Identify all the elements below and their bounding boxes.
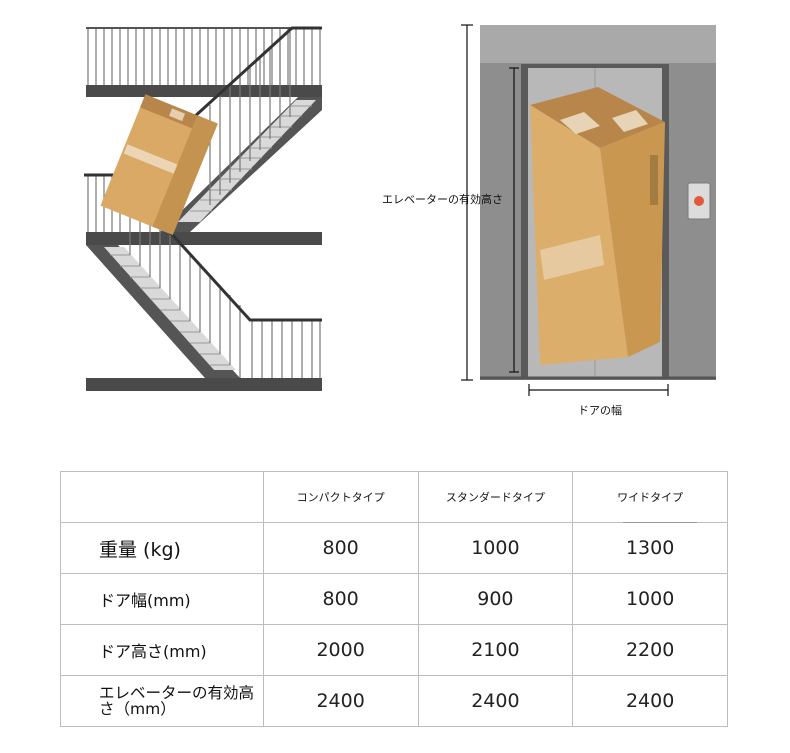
table-cell: 2400	[572, 675, 728, 727]
table-cell: 800	[262, 522, 419, 574]
table-cell: 1000	[417, 522, 574, 574]
elevator-height-dimension	[461, 24, 473, 381]
spec-table: コンパクトタイプ スタンダードタイプ ワイドタイプ 重量 (kg) 800 10…	[60, 471, 728, 727]
table-cell: 2400	[262, 675, 419, 727]
table-header-empty	[60, 471, 264, 523]
elevator-height-label: エレベーターの有効高さ	[382, 193, 503, 206]
table-header-wide-label: ワイドタイプ	[617, 491, 684, 504]
table-cell: 2100	[417, 624, 574, 676]
elevator-illustration	[480, 25, 716, 380]
door-width-dimension	[528, 384, 669, 396]
row-label: エレベーターの有効高さ（mm）	[60, 675, 264, 727]
table-cell: 2000	[262, 624, 419, 676]
table-row: ドア幅(mm) 800 900 1000	[60, 573, 728, 625]
table-header-standard: スタンダードタイプ	[417, 471, 574, 523]
table-row: エレベーターの有効高さ（mm） 2400 2400 2400	[60, 675, 728, 727]
table-cell: 2200	[572, 624, 728, 676]
row-label: ドア高さ(mm)	[60, 624, 264, 676]
table-header-wide: ワイドタイプ	[572, 471, 728, 523]
header-underline	[623, 522, 697, 523]
table-cell: 900	[417, 573, 574, 625]
table-header-row: コンパクトタイプ スタンダードタイプ ワイドタイプ	[60, 471, 728, 523]
door-height-dimension	[509, 67, 519, 373]
table-row: ドア高さ(mm) 2000 2100 2200	[60, 624, 728, 676]
box-illustration	[530, 87, 665, 365]
table-cell: 1300	[572, 522, 728, 574]
door-width-label: ドアの幅	[578, 404, 622, 417]
table-cell: 800	[262, 573, 419, 625]
table-row: 重量 (kg) 800 1000 1300	[60, 522, 728, 574]
illustration	[84, 24, 716, 396]
table-header-compact: コンパクトタイプ	[262, 471, 419, 523]
row-label: ドア幅(mm)	[60, 573, 264, 625]
staircase-illustration	[84, 26, 322, 391]
table-cell: 1000	[572, 573, 728, 625]
row-label: 重量 (kg)	[60, 522, 264, 574]
table-cell: 2400	[417, 675, 574, 727]
